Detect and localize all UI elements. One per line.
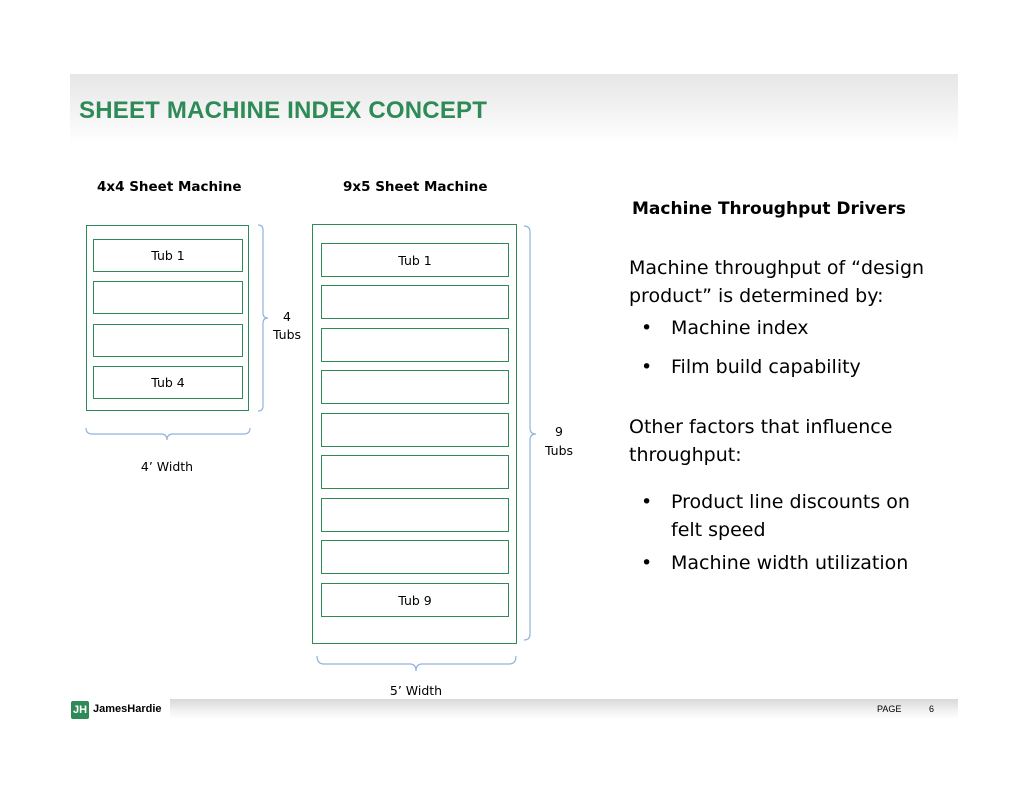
large-tubs-unit: Tubs bbox=[544, 443, 574, 458]
small-machine-tub-1: Tub 1 bbox=[93, 239, 243, 272]
large-machine-tub-8 bbox=[321, 540, 509, 574]
large-width-bracket bbox=[316, 655, 517, 672]
bullet-icon: • bbox=[641, 317, 653, 339]
small-machine-tub-4: Tub 4 bbox=[93, 366, 243, 399]
large-machine-tub-4 bbox=[321, 370, 509, 404]
page-label: PAGE bbox=[877, 704, 902, 714]
bullet-item: • Film build capability bbox=[641, 353, 941, 381]
drivers-title: Machine Throughput Drivers bbox=[632, 199, 906, 219]
bullet-text: Film build capability bbox=[671, 356, 861, 378]
small-width-label: 4’ Width bbox=[140, 459, 194, 474]
bullet-text: Machine width utilization bbox=[671, 552, 909, 574]
bullet-item: • Machine index bbox=[641, 314, 941, 342]
bullet-text: Machine index bbox=[671, 317, 809, 339]
large-machine-tub-6 bbox=[321, 455, 509, 489]
header-band bbox=[70, 74, 958, 144]
large-machine-tub-2 bbox=[321, 285, 509, 319]
footer-band bbox=[170, 699, 958, 719]
large-machine-tub-1: Tub 1 bbox=[321, 243, 509, 277]
bullet-icon: • bbox=[641, 491, 653, 513]
small-machine-tub-3 bbox=[93, 324, 243, 357]
large-machine-tub-5 bbox=[321, 413, 509, 447]
bullet-text: Product line discounts on felt speed bbox=[671, 491, 910, 541]
bullet-icon: • bbox=[641, 552, 653, 574]
slide-title: SHEET MACHINE INDEX CONCEPT bbox=[79, 97, 488, 124]
large-machine-tub-7 bbox=[321, 498, 509, 532]
large-tubs-bracket bbox=[523, 225, 537, 641]
small-tubs-count: 4 bbox=[283, 309, 291, 324]
small-tubs-bracket bbox=[257, 224, 269, 412]
drivers-intro: Machine throughput of “design product” i… bbox=[629, 257, 925, 307]
small-width-bracket bbox=[85, 427, 251, 441]
other-factors-intro: Other factors that influence throughput: bbox=[629, 416, 893, 466]
large-tubs-count: 9 bbox=[555, 424, 563, 439]
company-logo-text: JamesHardie bbox=[93, 703, 162, 715]
large-machine-tub-3 bbox=[321, 328, 509, 362]
small-machine-label: 4x4 Sheet Machine bbox=[97, 179, 242, 195]
large-machine-label: 9x5 Sheet Machine bbox=[343, 179, 488, 195]
bullet-item: • Product line discounts on felt speed bbox=[641, 488, 941, 544]
small-machine-tub-2 bbox=[93, 281, 243, 314]
large-machine-tub-9: Tub 9 bbox=[321, 583, 509, 617]
bullet-icon: • bbox=[641, 356, 653, 378]
page-number: 6 bbox=[929, 704, 935, 714]
bullet-item: • Machine width utilization bbox=[641, 549, 941, 577]
company-logo-icon: JH bbox=[71, 701, 89, 719]
small-tubs-unit: Tubs bbox=[272, 327, 302, 342]
large-width-label: 5’ Width bbox=[389, 683, 443, 698]
